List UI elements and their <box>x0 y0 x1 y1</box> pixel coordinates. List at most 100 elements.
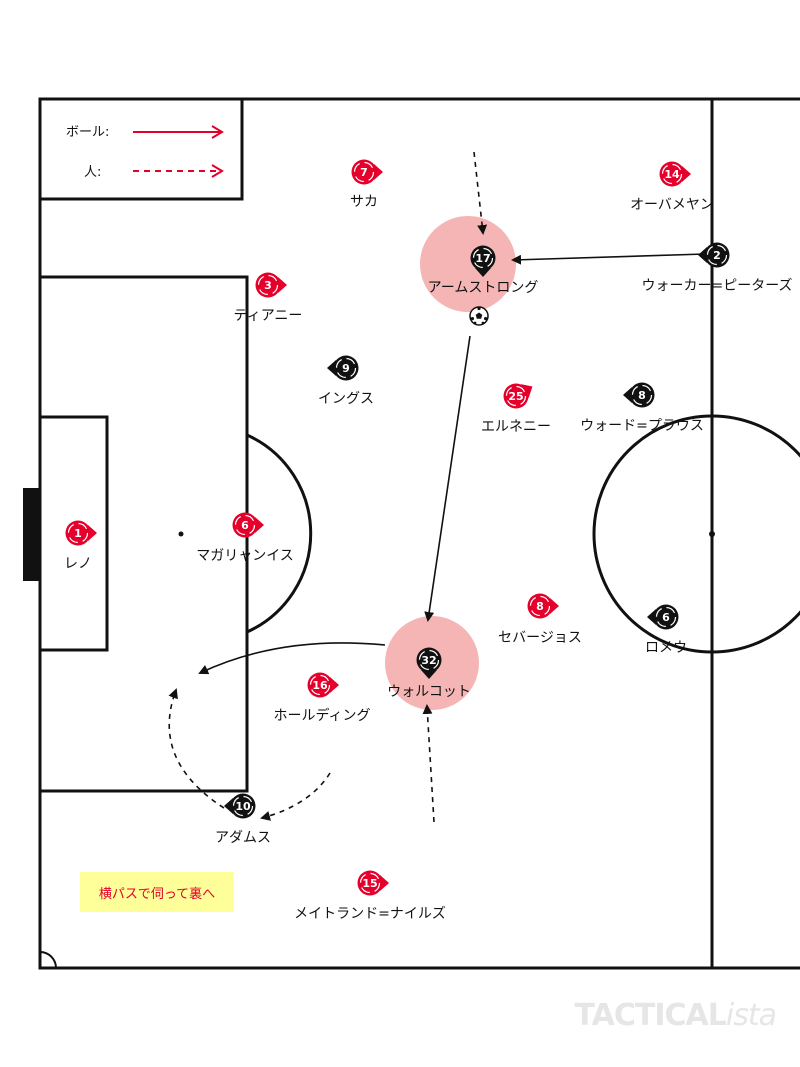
player-token: 8 <box>527 593 559 619</box>
player-name: ロメウ <box>645 640 687 656</box>
player-token: 6 <box>647 604 679 630</box>
penalty-spot <box>178 531 184 537</box>
run-arrow-to-adams <box>260 772 331 821</box>
legend: ボール: 人: <box>38 97 244 201</box>
player-token: 25 <box>503 383 533 409</box>
player-number: 10 <box>235 800 251 813</box>
player-disc <box>629 382 655 408</box>
player-name: ウォーカー=ピーターズ <box>641 278 792 294</box>
player-name: アームストロング <box>428 280 539 296</box>
player-ring <box>257 274 279 296</box>
legend-ball-label: ボール: <box>66 125 109 140</box>
player-token: 9 <box>327 355 359 381</box>
player-ring <box>335 357 357 379</box>
player-disc <box>307 672 333 698</box>
goal <box>23 488 40 581</box>
watermark-logo: TACTICALista <box>575 998 777 1033</box>
facing-arrow-icon <box>255 517 264 533</box>
player-disc <box>704 242 730 268</box>
penalty-arc <box>246 433 313 634</box>
watermark-italic: ista <box>725 998 777 1033</box>
player-disc <box>653 604 679 630</box>
player-number: 8 <box>638 389 646 402</box>
facing-arrow-icon <box>550 598 559 614</box>
player-name: ウォード=プラウス <box>580 418 704 434</box>
player-armstrong: 17 アームストロング <box>428 245 539 296</box>
player-number: 9 <box>342 362 350 375</box>
player-number: 3 <box>264 279 272 292</box>
player-ring <box>309 674 331 696</box>
player-number: 17 <box>475 252 490 265</box>
pass-arrow-walcott-to-box <box>198 642 386 675</box>
run-arrow-adams-curve <box>168 688 225 809</box>
facing-arrow-icon <box>698 247 707 263</box>
player-walcott: 32 ウォルコット <box>387 647 471 700</box>
player-name: アダムス <box>215 830 271 846</box>
player-ring <box>529 595 551 617</box>
player-ring <box>67 522 89 544</box>
player-number: 25 <box>508 390 523 403</box>
player-number: 32 <box>421 654 436 667</box>
player-adams: 10 アダムス <box>215 793 271 846</box>
legend-box <box>38 97 244 201</box>
player-token: 17 <box>470 245 496 277</box>
player-disc <box>357 870 383 896</box>
player-saka: 7サカ <box>350 159 383 210</box>
player-token: 8 <box>623 382 655 408</box>
player-ring <box>234 514 256 536</box>
player-name: ティアニー <box>234 308 303 324</box>
player-ring <box>232 795 254 817</box>
player-disc <box>255 272 281 298</box>
player-name: イングス <box>318 391 374 407</box>
pass-arrow-armstrong-to-walcott <box>424 335 471 622</box>
player-magalhaes: 6 マガリャンイス <box>196 512 294 564</box>
player-name: マガリャンイス <box>196 548 294 564</box>
player-number: 8 <box>536 600 544 613</box>
player-number: 6 <box>241 519 249 532</box>
player-disc <box>470 245 496 271</box>
player-ring <box>661 163 683 185</box>
player-number: 6 <box>662 611 670 624</box>
player-disc <box>503 383 529 409</box>
arrows <box>168 151 706 823</box>
center-circle <box>592 414 800 654</box>
pitch-lines <box>38 97 800 970</box>
player-token: 6 <box>232 512 264 538</box>
player-token: 16 <box>307 672 339 698</box>
player-romeu: 6 ロメウ <box>645 604 687 656</box>
soccer-ball-icon <box>469 306 489 326</box>
facing-arrow-icon <box>421 670 437 679</box>
player-disc <box>527 593 553 619</box>
player-ring <box>655 606 677 628</box>
facing-arrow-icon <box>647 609 656 625</box>
player-token: 15 <box>357 870 389 896</box>
player-number: 15 <box>362 877 377 890</box>
player-ring <box>505 385 527 407</box>
player-name: ウォルコット <box>387 684 471 700</box>
player-name: セバージョス <box>498 630 582 646</box>
player-tierney: 3 ティアニー <box>234 272 303 324</box>
facing-arrow-icon <box>374 164 383 180</box>
facing-arrow-icon <box>327 360 336 376</box>
run-arrow-up-to-walcott <box>422 704 435 823</box>
players-layer: 1レノ6マガリャンイス3ティアニー7サカ14オーバメヤン25エルネニー8セバージ… <box>64 159 793 922</box>
player-ceballos: 8 セバージョス <box>498 593 582 646</box>
facing-arrow-icon <box>88 525 97 541</box>
player-ring <box>359 872 381 894</box>
pass-arrow-walker-to-armstrong <box>511 253 706 265</box>
player-disc <box>659 161 685 187</box>
center-spot <box>709 531 715 537</box>
player-ring <box>631 384 653 406</box>
player-name: レノ <box>64 556 92 572</box>
player-ring <box>706 244 728 266</box>
player-name: サカ <box>350 194 378 210</box>
player-ring <box>418 649 440 671</box>
corner-arc-bottom <box>39 951 57 969</box>
player-ring <box>353 161 375 183</box>
player-number: 14 <box>664 168 680 181</box>
player-token: 10 <box>224 793 256 819</box>
